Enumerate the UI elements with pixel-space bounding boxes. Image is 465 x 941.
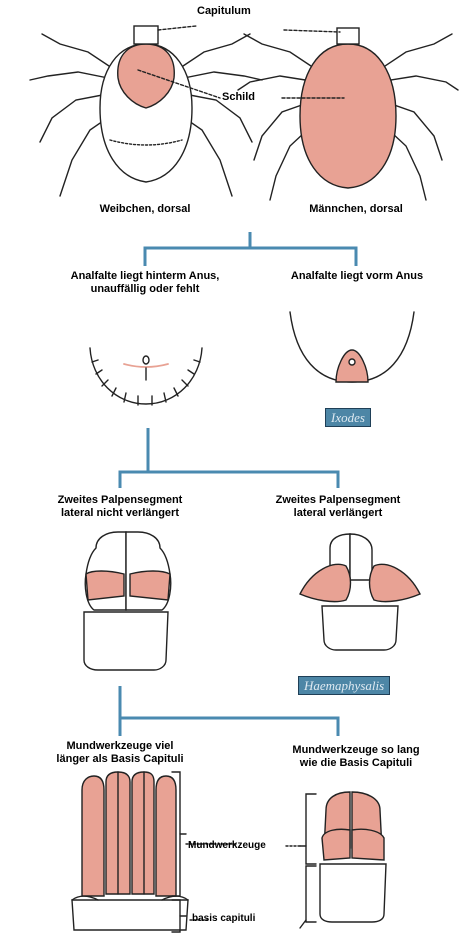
couplet-2b-label: Zweites Palpensegment lateral verlängert (276, 494, 401, 520)
schild-label: Schild (222, 91, 255, 104)
male-caption: Männchen, dorsal (309, 203, 403, 216)
female-capitulum (134, 26, 158, 44)
couplet-1a-line-1: Analfalte liegt hinterm Anus, (71, 270, 220, 282)
male-tick-icon (238, 28, 458, 200)
couplet-1a-label: Analfalte liegt hinterm Anus, unauffälli… (71, 270, 220, 296)
palp-not-extended-icon (84, 532, 171, 670)
genus-ixodes-tag: Ixodes (325, 408, 371, 427)
genus-haemaphysalis-tag: Haemaphysalis (298, 676, 390, 695)
female-tick-icon (30, 26, 262, 196)
anal-groove-front-icon (290, 312, 414, 382)
couplet-2b-line-2: lateral verlängert (294, 507, 383, 519)
couplet-2a-line-1: Zweites Palpensegment (58, 494, 183, 506)
couplet-3b-line-1: Mundwerkzeuge so lang (292, 744, 419, 756)
couplet-3a-line-2: länger als Basis Capituli (56, 753, 183, 765)
couplet-2a-label: Zweites Palpensegment lateral nicht verl… (58, 494, 183, 520)
couplet-2b-line-1: Zweites Palpensegment (276, 494, 401, 506)
couplet-3b-line-2: wie die Basis Capituli (300, 757, 412, 769)
anal-groove-behind-icon (90, 348, 202, 405)
male-body (300, 44, 396, 188)
male-capitulum (337, 28, 359, 44)
bracket-mundwerkzeuge-left (172, 772, 236, 896)
mouthparts-long-icon (72, 772, 188, 930)
couplet-1b-label: Analfalte liegt vorm Anus (291, 270, 423, 283)
couplet-3b-label: Mundwerkzeuge so lang wie die Basis Capi… (292, 744, 419, 770)
basis-capituli-label: basis capituli (192, 912, 255, 925)
couplet-3a-label: Mundwerkzeuge viel länger als Basis Capi… (56, 740, 183, 766)
couplet-2a-line-2: lateral nicht verlängert (61, 507, 179, 519)
couplet-3a-line-1: Mundwerkzeuge viel (67, 740, 174, 752)
female-caption: Weibchen, dorsal (100, 203, 191, 216)
bracket-basis-right (300, 866, 316, 928)
mouthparts-short-icon (320, 792, 386, 922)
couplet-1a-line-2: unauffällig oder fehlt (91, 283, 200, 295)
bracket-mundwerkzeuge-right (286, 794, 316, 864)
capitulum-label: Capitulum (197, 5, 251, 18)
palp-extended-icon (300, 534, 420, 650)
mundwerkzeuge-label: Mundwerkzeuge (188, 839, 266, 852)
